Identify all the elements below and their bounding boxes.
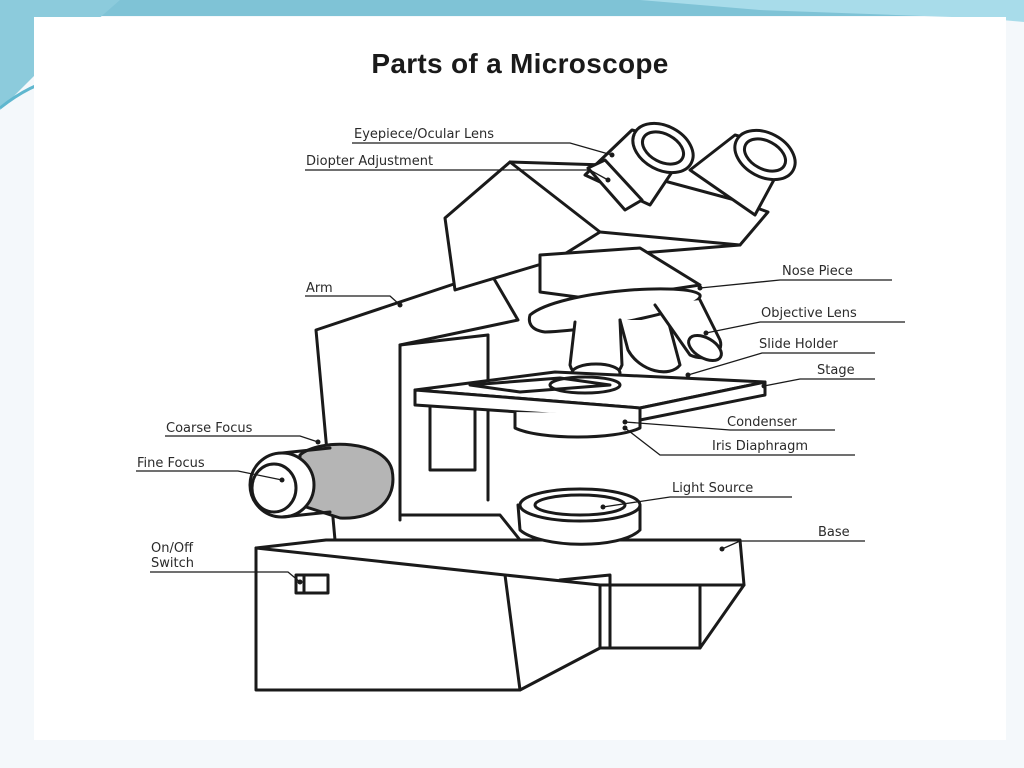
leader-coarse-focus [165, 435, 319, 443]
leader-nose-piece [699, 279, 892, 289]
label-base: Base [818, 525, 850, 540]
label-arm: Arm [306, 281, 333, 296]
leader-eyepiece [352, 142, 613, 156]
light-source [516, 487, 642, 546]
eyepiece-left [583, 121, 695, 212]
leader-slide-holder [687, 352, 875, 376]
label-light-source: Light Source [672, 481, 753, 496]
label-slide-holder: Slide Holder [759, 337, 838, 352]
label-objective-lens: Objective Lens [761, 306, 857, 321]
on-off-switch [294, 573, 330, 595]
label-nose-piece: Nose Piece [782, 264, 853, 279]
label-fine-focus: Fine Focus [137, 456, 205, 471]
slide-swoosh-right [640, 0, 1024, 22]
label-coarse-focus: Coarse Focus [166, 421, 253, 436]
slide-swoosh-left [0, 0, 120, 110]
diagram-title: Parts of a Microscope [371, 48, 669, 79]
label-iris-diaphragm: Iris Diaphragm [712, 439, 808, 454]
condenser [513, 410, 642, 439]
leader-condenser [624, 421, 835, 431]
label-on-off-line2: Switch [151, 556, 194, 571]
leader-light-source [602, 496, 792, 508]
focus-knobs [248, 442, 395, 520]
leader-base [721, 540, 865, 550]
base-body [254, 538, 746, 692]
label-diopter: Diopter Adjustment [306, 154, 433, 169]
label-eyepiece: Eyepiece/Ocular Lens [354, 127, 494, 142]
label-stage: Stage [817, 363, 855, 378]
leader-objective [705, 321, 905, 334]
leader-on-off [150, 571, 301, 583]
leader-arm [305, 295, 401, 306]
leader-stage [763, 378, 875, 387]
eyepiece-right [688, 128, 797, 217]
leader-fine-focus [136, 470, 283, 481]
label-condenser: Condenser [727, 415, 798, 430]
leader-diopter [305, 169, 609, 181]
label-on-off-line1: On/Off [151, 541, 194, 556]
leader-iris [624, 427, 855, 456]
